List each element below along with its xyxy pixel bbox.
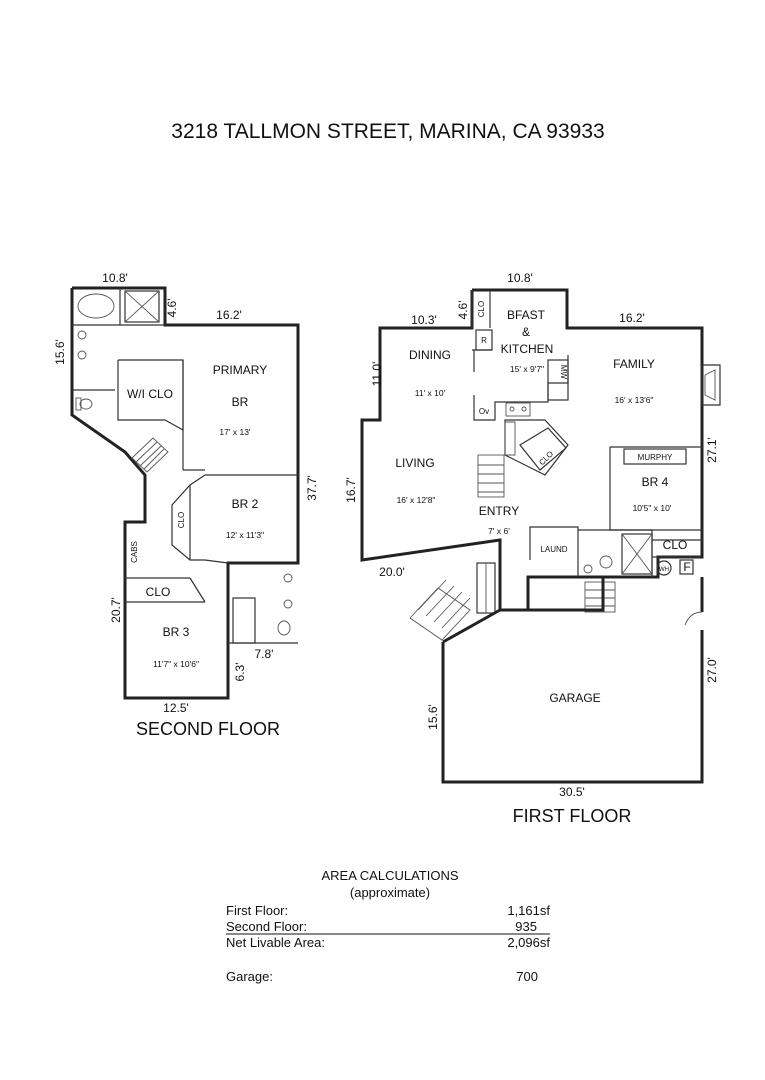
room-wi-clo: W/I CLO xyxy=(127,387,173,401)
second-floor-dim-right: 37.7' xyxy=(305,475,319,501)
room-br3-closet: CLO xyxy=(146,585,171,599)
room-wh: WH xyxy=(659,567,669,573)
second-floor-dim-left-lower: 20.7' xyxy=(109,597,123,623)
room-murphy: MURPHY xyxy=(638,453,673,462)
room-br2-size: 12' x 11'3" xyxy=(226,530,264,540)
room-clo-right: CLO xyxy=(663,538,688,552)
first-floor-dim-bottom-left: 20.0' xyxy=(379,565,405,579)
first-floor-label: FIRST FLOOR xyxy=(513,806,632,826)
room-entry: ENTRY xyxy=(479,504,519,518)
first-floor-dim-right: 27.1' xyxy=(705,437,719,463)
first-floor-dim-dining-top: 10.3' xyxy=(411,313,437,327)
room-garage: GARAGE xyxy=(549,691,600,705)
second-floor-dim-step-v: 6.3' xyxy=(233,663,247,682)
first-floor-dim-top: 10.8' xyxy=(507,271,533,285)
room-r-box: R xyxy=(481,336,487,345)
second-floor-plan xyxy=(70,286,300,700)
area-row-value: 2,096sf xyxy=(507,935,550,950)
area-row-value: 935 xyxy=(515,919,537,934)
room-entry-size: 7' x 6' xyxy=(488,526,510,536)
second-floor-dim-step-h: 7.8' xyxy=(255,647,274,661)
room-kitchen-size: 15' x 9'7" xyxy=(510,364,544,374)
room-bfast-line1: BFAST xyxy=(507,308,546,322)
room-dining-size: 11' x 10' xyxy=(415,388,446,398)
second-floor-dim-top-right: 16.2' xyxy=(216,308,242,322)
first-floor-dim-garage-left: 15.6' xyxy=(426,704,440,730)
room-bfast-line3: KITCHEN xyxy=(501,342,554,356)
first-floor-dim-family-top: 16.2' xyxy=(619,311,645,325)
first-floor-dim-living-left: 16.7' xyxy=(344,477,358,503)
room-furnace: F xyxy=(683,560,690,574)
room-br3: BR 3 xyxy=(163,625,190,639)
first-floor-dim-garage-bottom: 30.5' xyxy=(559,785,585,799)
room-living-size: 16' x 12'8" xyxy=(397,495,436,505)
room-dining: DINING xyxy=(409,348,451,362)
area-subheading: (approximate) xyxy=(350,885,430,900)
area-row-value: 700 xyxy=(516,969,538,984)
room-family-size: 16' x 13'6" xyxy=(615,395,654,405)
room-bfast-line2: & xyxy=(522,325,530,339)
room-br4: BR 4 xyxy=(642,475,669,489)
room-br4-size: 10'5" x 10' xyxy=(633,503,672,513)
area-heading: AREA CALCULATIONS xyxy=(321,868,458,883)
room-primary-size: 17' x 13' xyxy=(219,427,251,437)
area-row-label: First Floor: xyxy=(226,903,288,918)
first-floor-dim-dining-left: 11.0' xyxy=(370,362,384,387)
first-floor-dim-garage-right: 27.0' xyxy=(705,657,719,683)
first-floor-plan xyxy=(360,288,721,784)
area-row-label: Second Floor: xyxy=(226,919,307,934)
room-clo-vertical: CLO xyxy=(177,512,186,528)
room-mw: MW xyxy=(559,365,568,380)
room-living: LIVING xyxy=(395,456,434,470)
room-primary-line2: BR xyxy=(232,395,249,409)
first-floor-dim-step: 4.6' xyxy=(456,301,470,320)
room-family: FAMILY xyxy=(613,357,655,371)
second-floor-dim-bottom: 12.5' xyxy=(163,701,189,715)
second-floor-label: SECOND FLOOR xyxy=(136,719,280,739)
area-calculations: AREA CALCULATIONS (approximate) First Fl… xyxy=(226,868,550,984)
room-br2: BR 2 xyxy=(232,497,259,511)
room-ov: Ov xyxy=(479,407,489,416)
room-cabs: CABS xyxy=(130,541,139,563)
second-floor-dim-left: 15.6' xyxy=(53,339,67,365)
room-clo-top: CLO xyxy=(477,301,486,317)
second-floor-dim-bath-step: 4.6' xyxy=(165,299,179,318)
area-row-label: Garage: xyxy=(226,969,273,984)
page-title: 3218 TALLMON STREET, MARINA, CA 93933 xyxy=(171,120,604,143)
second-floor-dim-top: 10.8' xyxy=(102,271,128,285)
room-laund: LAUND xyxy=(540,545,567,554)
room-br3-size: 11'7" x 10'6" xyxy=(153,659,199,669)
area-row-value: 1,161sf xyxy=(507,903,550,918)
room-primary-line1: PRIMARY xyxy=(213,363,267,377)
area-row-label: Net Livable Area: xyxy=(226,935,325,950)
